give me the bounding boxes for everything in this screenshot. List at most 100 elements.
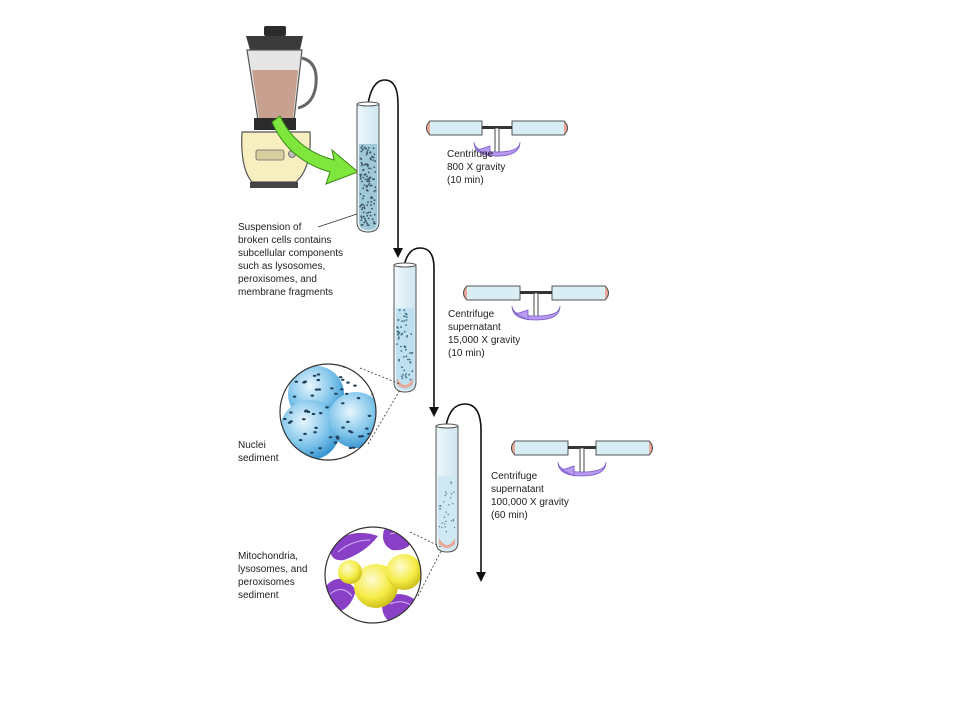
nuclear-pore xyxy=(312,374,317,377)
tube-particle xyxy=(404,315,406,318)
tube-particle xyxy=(374,171,377,173)
nuclear-pore xyxy=(349,431,354,434)
blender-icon xyxy=(241,26,318,188)
tube-particle xyxy=(441,526,443,529)
nuclear-pore xyxy=(308,458,313,460)
tube-particle xyxy=(368,147,370,149)
nuclear-pore xyxy=(346,381,350,384)
tube-particle xyxy=(367,180,369,183)
tube-particle xyxy=(360,219,363,222)
test-tube-3-icon xyxy=(435,423,459,553)
tube-particle xyxy=(361,217,363,219)
tube-particle xyxy=(440,508,442,510)
tube-particle xyxy=(371,207,373,210)
nuclear-pore xyxy=(281,367,286,370)
tube-particle xyxy=(373,178,376,181)
step1-line: Centrifuge xyxy=(447,149,494,160)
rotation-arrow-2-icon xyxy=(511,305,561,321)
tube-particle xyxy=(409,352,411,354)
tube-particle xyxy=(373,190,376,193)
tube-particle xyxy=(361,208,363,211)
tube-particle xyxy=(453,491,455,493)
nuclear-pore xyxy=(316,378,321,382)
nuclear-pore xyxy=(356,397,361,400)
tube-particle xyxy=(361,148,364,150)
tube-particle xyxy=(445,511,447,513)
suspension-line: broken cells contains xyxy=(238,235,332,246)
tube-particle xyxy=(402,373,404,376)
tube-particle xyxy=(371,218,374,221)
tube-particle xyxy=(366,212,368,215)
tube-particle xyxy=(396,343,398,345)
tube-particle xyxy=(410,333,413,335)
tube-particle xyxy=(366,189,369,192)
step2-line: 15,000 X gravity xyxy=(448,335,521,346)
tube-particle xyxy=(365,185,368,188)
tube-particle xyxy=(370,196,373,199)
step2-line: Centrifuge xyxy=(448,309,495,320)
tube-particle xyxy=(364,163,367,166)
nuclear-pore xyxy=(340,388,344,391)
tube-particle xyxy=(369,158,372,161)
tube-particle xyxy=(452,503,454,505)
tube-particle xyxy=(360,158,363,161)
step1-line: 800 X gravity xyxy=(447,162,506,173)
suspension-line: Suspension of xyxy=(238,222,302,233)
tube-particle xyxy=(441,522,443,524)
tube-particle xyxy=(445,520,447,523)
tube-particle xyxy=(450,520,453,522)
transfer-arrow-icon xyxy=(271,115,359,185)
nuclear-pore xyxy=(360,373,365,376)
tube-particle xyxy=(407,358,409,361)
tube-particle xyxy=(360,224,363,227)
tube-particle xyxy=(368,180,371,183)
rotation-arrow-1-icon xyxy=(473,141,521,157)
nuclear-pore xyxy=(334,392,338,395)
tube-particle xyxy=(401,377,404,380)
nuclear-pore xyxy=(365,427,369,430)
tube-particle xyxy=(403,356,405,358)
tube-1-particles xyxy=(359,145,377,227)
tube-particle xyxy=(449,497,452,499)
nuclear-pore xyxy=(344,392,349,395)
tube-particle xyxy=(359,174,362,177)
tube-particle xyxy=(443,516,446,518)
nuclear-pore xyxy=(313,431,317,434)
tube-particle xyxy=(405,319,408,321)
tube-particle xyxy=(439,505,442,507)
tube-particle xyxy=(398,309,401,312)
tube-particle xyxy=(371,156,374,158)
tube-particle xyxy=(366,214,369,217)
tube-particle xyxy=(366,165,369,168)
tube-particle xyxy=(361,203,363,206)
tube-particle xyxy=(397,319,400,321)
tube-particle xyxy=(373,153,376,156)
flow-arrowheads xyxy=(393,248,486,582)
tube-particle xyxy=(360,150,363,153)
tube-particle xyxy=(403,330,406,333)
tube-particle xyxy=(372,222,375,225)
tube-particle xyxy=(363,184,366,187)
tube-particle xyxy=(403,345,406,348)
step3-line: Centrifuge xyxy=(491,471,538,482)
mito-label: Mitochondria, lysosomes, and peroxisomes… xyxy=(238,550,307,602)
step2-label: Centrifuge supernatant 15,000 X gravity … xyxy=(448,308,520,360)
tube-particle xyxy=(362,215,365,218)
nuclear-pore xyxy=(293,366,297,369)
nuclear-pore xyxy=(373,448,376,452)
nuclear-pore xyxy=(351,446,356,449)
tube-particle xyxy=(367,201,369,204)
nuclear-pore xyxy=(371,365,376,368)
tube-particle xyxy=(362,195,365,198)
tube-particle xyxy=(374,186,377,189)
tube-particle xyxy=(361,206,364,209)
step3-label: Centrifuge supernatant 100,000 X gravity… xyxy=(491,470,569,522)
tube-particle xyxy=(411,370,414,373)
tube-particle xyxy=(367,167,370,170)
nuclear-pore xyxy=(325,406,329,409)
tube-particle xyxy=(450,482,452,484)
tube-particle xyxy=(408,373,410,376)
tube-particle xyxy=(370,200,373,203)
magnified-organelles-icon xyxy=(324,526,422,624)
